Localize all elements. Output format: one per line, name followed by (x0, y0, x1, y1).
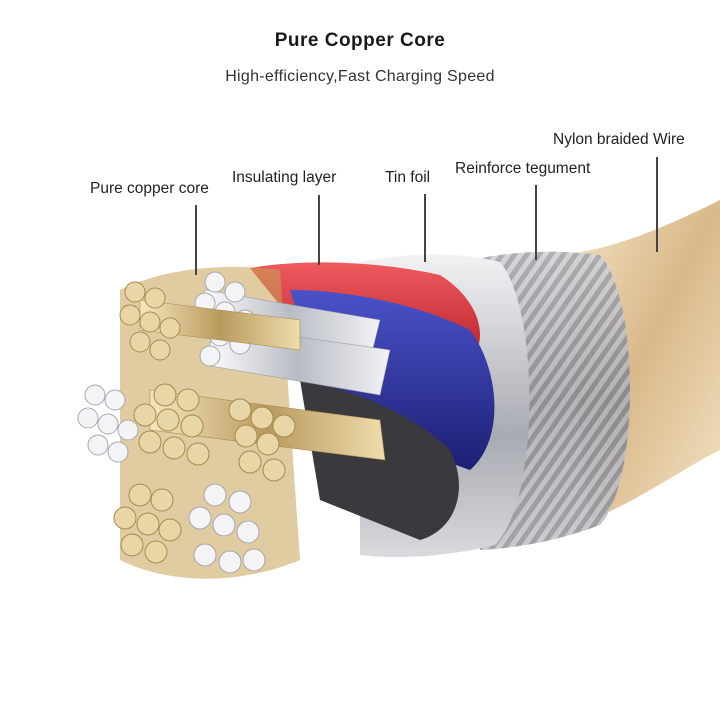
page-title: Pure Copper Core (274, 30, 446, 51)
leader-reinforce-tegument (535, 185, 537, 260)
leader-tin-foil (424, 194, 426, 262)
label-nylon-braided-wire: Nylon braided Wire (553, 131, 685, 148)
page-subtitle: High-efficiency,Fast Charging Speed (225, 68, 495, 85)
leader-pure-copper-core (195, 205, 197, 275)
label-insulating-layer: Insulating layer (232, 169, 337, 186)
leader-insulating-layer (318, 195, 320, 265)
label-pure-copper-core: Pure copper core (90, 180, 209, 197)
leader-nylon-braided-wire (656, 157, 658, 252)
label-reinforce-tegument: Reinforce tegument (455, 160, 591, 177)
label-tin-foil: Tin foil (385, 169, 431, 186)
